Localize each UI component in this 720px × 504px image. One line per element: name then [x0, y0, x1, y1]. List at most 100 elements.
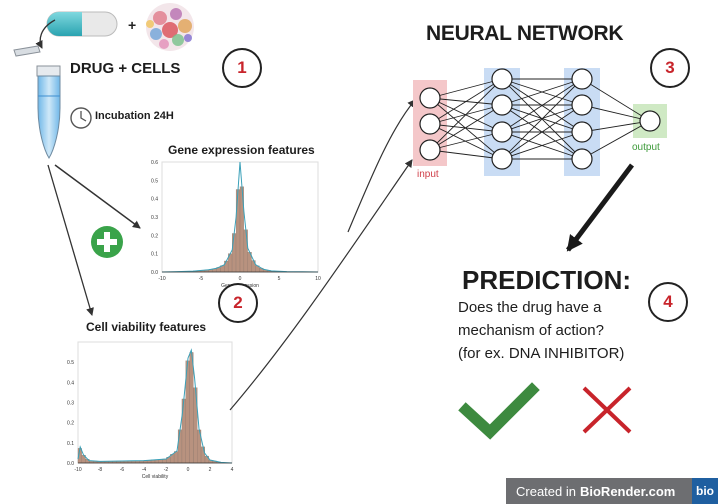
x-tick-label: 10: [315, 276, 321, 282]
step-2-badge: 2: [218, 283, 258, 323]
biorender-footer[interactable]: Created in BioRender.com bio: [506, 478, 718, 504]
density-curve: [161, 161, 319, 273]
density-curve: [77, 348, 233, 464]
network-edge: [501, 131, 583, 160]
prediction-line-1: Does the drug have a: [458, 299, 602, 316]
histogram-bar: [201, 446, 205, 464]
network-edge: [429, 131, 503, 151]
chart-plot-area: [77, 341, 233, 464]
network-connections: [429, 78, 651, 160]
footer-created-text: Created in: [516, 483, 576, 499]
y-tick-label: 0.2: [151, 233, 158, 239]
x-tick-label: 5: [278, 276, 281, 282]
x-tick-label: 0: [187, 467, 190, 473]
histogram-bar: [243, 229, 248, 273]
capsule-to-tube-arrow: [35, 19, 56, 49]
x-axis-label: Cell viability: [142, 474, 169, 480]
histogram-bar: [177, 429, 182, 464]
histogram-bar: [189, 352, 194, 464]
step-4-badge: 4: [648, 282, 688, 322]
x-tick-label: -8: [98, 467, 103, 473]
step-3-badge: 3: [650, 48, 690, 88]
network-edge: [501, 104, 583, 160]
y-tick-label: 0.2: [67, 421, 74, 427]
y-tick-label: 0.3: [151, 215, 158, 221]
x-tick-label: -4: [142, 467, 147, 473]
hidden-node: [571, 121, 593, 143]
clock-icon: [70, 107, 92, 129]
network-edge: [429, 78, 503, 99]
hidden-node: [491, 68, 513, 90]
step-1-badge: 1: [222, 48, 262, 88]
x-tick-label: -10: [74, 467, 81, 473]
network-edge: [501, 78, 583, 160]
histogram-bar: [174, 451, 179, 464]
network-edge: [429, 78, 503, 151]
prediction-title: PREDICTION:: [462, 265, 631, 295]
gene-to-network-arrow: [347, 99, 416, 233]
cross-mark-icon: [582, 386, 632, 434]
drug-cells-label: DRUG + CELLS: [70, 60, 181, 77]
x-tick-label: -2: [164, 467, 169, 473]
y-tick-label: 0.5: [67, 360, 74, 366]
combine-plus-icon: [91, 226, 123, 258]
y-tick-label: 0.0: [151, 270, 158, 276]
input-node: [419, 113, 441, 135]
tube-to-viability-arrow: [47, 164, 94, 316]
network-nodes: [419, 68, 661, 170]
gene-expression-title: Gene expression features: [168, 143, 315, 157]
viability-to-network-arrow: [229, 159, 413, 411]
network-edge: [581, 120, 651, 160]
y-tick-label: 0.0: [67, 461, 74, 467]
x-tick-label: 0: [239, 276, 242, 282]
prediction-question: Does the drug have a mechanism of action…: [458, 296, 698, 365]
hidden-node: [491, 121, 513, 143]
plus-sign: +: [128, 17, 136, 33]
network-to-prediction-arrow: [566, 163, 634, 252]
network-edge: [429, 104, 503, 151]
hidden-node: [571, 68, 593, 90]
x-tick-label: 2: [209, 467, 212, 473]
footer-brand-text: BioRender.com: [579, 483, 676, 499]
hidden-node: [571, 148, 593, 170]
y-tick-label: 0.6: [151, 160, 158, 166]
output-node: [639, 110, 661, 132]
cell-viability-title: Cell viability features: [86, 320, 207, 334]
neural-network-title: NEURAL NETWORK: [426, 22, 624, 45]
network-edge: [429, 123, 503, 160]
network-edge: [429, 78, 503, 125]
network-edge: [429, 97, 503, 160]
input-node: [419, 87, 441, 109]
histogram-bar: [235, 189, 240, 273]
y-tick-label: 0.4: [151, 197, 158, 203]
y-tick-label: 0.3: [67, 401, 74, 407]
check-mark-icon: [458, 382, 540, 440]
y-tick-label: 0.1: [151, 252, 158, 258]
prediction-line-2: mechanism of action?: [458, 322, 604, 339]
y-tick-label: 0.5: [151, 178, 158, 184]
network-edge: [429, 149, 503, 160]
network-edge: [501, 78, 583, 133]
incubation-label: Incubation 24H: [95, 110, 174, 122]
network-edge: [581, 120, 651, 133]
prediction-line-3: (for ex. DNA INHIBITOR): [458, 345, 625, 362]
hidden-node: [491, 148, 513, 170]
x-tick-label: -6: [120, 467, 125, 473]
input-layer-label: input: [417, 169, 439, 180]
output-layer-label: output: [632, 142, 660, 153]
input-node: [419, 139, 441, 161]
histogram-bar: [232, 233, 237, 273]
x-tick-label: 4: [231, 467, 234, 473]
hidden-node: [571, 94, 593, 116]
biorender-logo-icon: bio: [692, 478, 718, 504]
network-edge: [581, 78, 651, 122]
x-tick-label: -10: [158, 276, 165, 282]
drug-capsule-icon: [46, 11, 118, 37]
y-tick-label: 0.4: [67, 380, 74, 386]
hidden-node: [491, 94, 513, 116]
network-edge: [581, 104, 651, 122]
test-tube-icon: [13, 45, 61, 159]
